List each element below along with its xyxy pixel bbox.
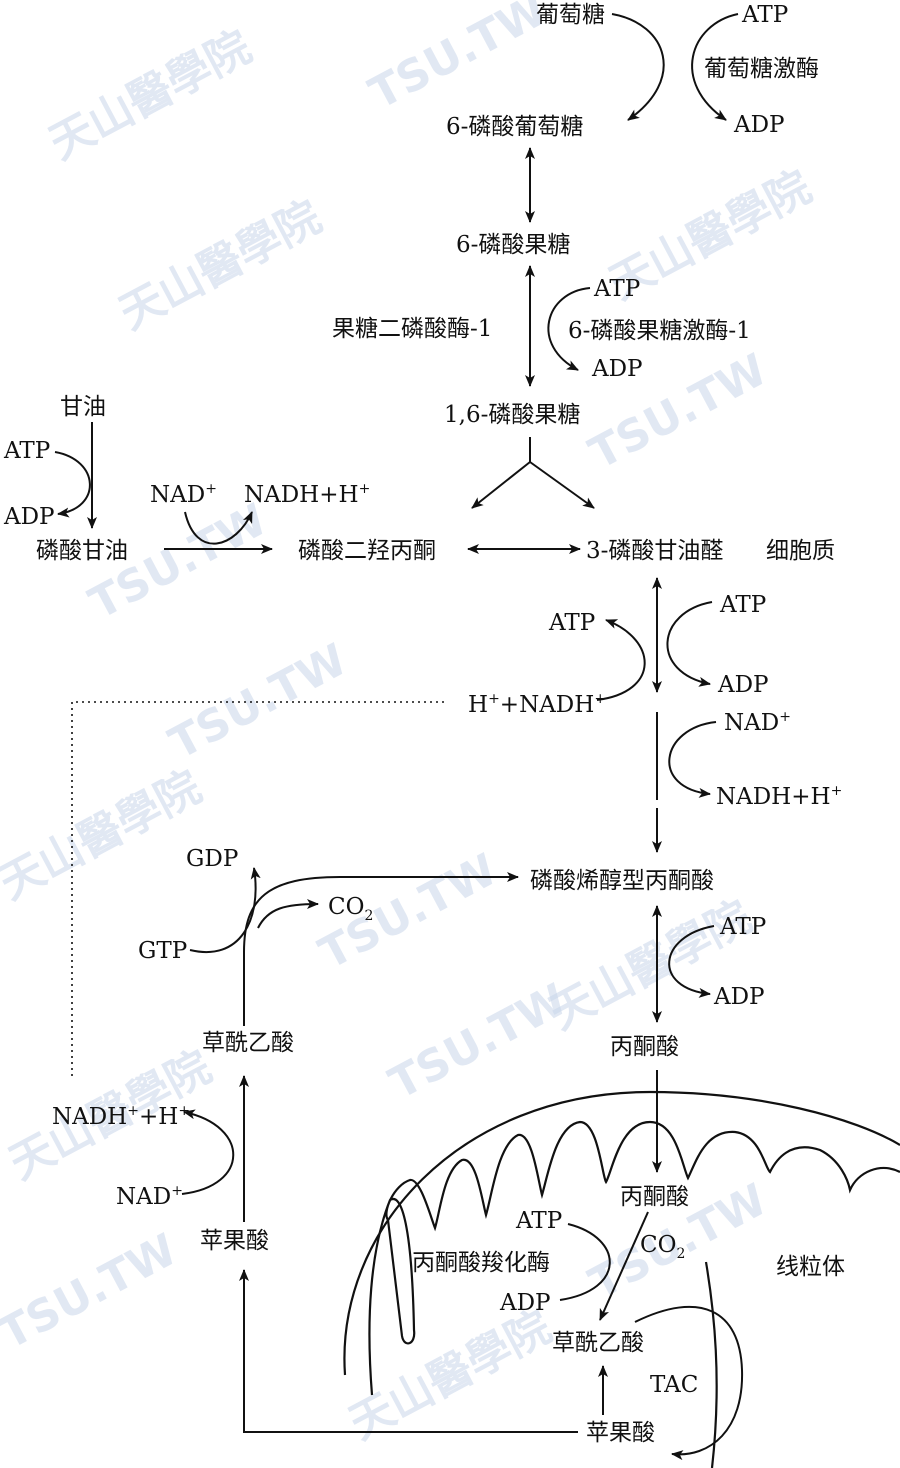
label-g6p: 6-磷酸葡萄糖 [446, 114, 583, 140]
label-atp-pfk: ATP [593, 276, 640, 302]
label-atp-pc: ATP [515, 1208, 562, 1234]
arrow-atp-to-adp-hk [691, 13, 739, 121]
watermark-site: TSU.TW [0, 1224, 185, 1359]
label-pep: 磷酸烯醇型丙酮酸 [530, 868, 714, 894]
label-gtp: GTP [138, 938, 187, 964]
label-glucose: 葡萄糖 [536, 2, 605, 28]
label-pfk: 6-磷酸果糖激酶-1 [568, 318, 751, 344]
label-oaa-cyto: 草酰乙酸 [202, 1030, 294, 1056]
label-nad-gpdh: NAD+ [150, 481, 217, 508]
label-glycerol-3-phosphate: 磷酸甘油 [36, 538, 128, 564]
label-h-nadh-cyto: H++NADH+ [468, 691, 606, 718]
arrow-atp-to-adp-gk [54, 451, 91, 518]
label-nadh-gpdh: NADH+H+ [244, 481, 370, 508]
label-co2-pepck: CO2 [328, 894, 373, 924]
watermark-school: 天山醫學院 [341, 1301, 559, 1449]
label-pyruvate-cyto: 丙酮酸 [610, 1034, 679, 1060]
label-pyruvate-carboxylase: 丙酮酸羧化酶 [412, 1250, 550, 1276]
arrow-co2-out [257, 899, 319, 929]
label-mitochondrion: 线粒体 [776, 1254, 845, 1280]
label-adp-hk: ADP [733, 112, 785, 138]
label-hexokinase: 葡萄糖激酶 [704, 56, 819, 82]
arrow-to-gap [529, 461, 595, 509]
pathway-arrows [54, 13, 744, 1461]
label-atp-pgk-left: ATP [548, 610, 595, 636]
arrow-pyruvate-to-oaa [599, 1211, 649, 1321]
label-malate-mito: 苹果酸 [586, 1420, 655, 1446]
inner-membrane-right [704, 1261, 718, 1468]
arrow-glucose-to-g6p [611, 13, 665, 121]
mitochondrion-membrane [343, 1090, 900, 1468]
label-malate-cyto: 苹果酸 [200, 1228, 269, 1254]
watermark-school: 天山醫學院 [111, 191, 329, 339]
label-atp-pk: ATP [719, 914, 766, 940]
label-pyruvate-mito: 丙酮酸 [620, 1184, 689, 1210]
arrow-atp-to-adp-pc [559, 1223, 611, 1301]
watermark-school: 天山醫學院 [0, 761, 209, 909]
label-adp-pfk: ADP [591, 356, 643, 382]
nadh-shuttle-dotted [71, 701, 444, 1080]
label-adp-gk: ADP [3, 504, 55, 530]
label-nadh-mdh: NADH++H+ [52, 1103, 190, 1130]
label-adp-pgk: ADP [717, 672, 769, 698]
label-adp-pc: ADP [499, 1290, 551, 1316]
label-nad-gapdh: NAD+ [724, 709, 791, 736]
label-atp-gk: ATP [3, 438, 50, 464]
arrow-nad-to-nadh-gapdh [668, 721, 717, 798]
label-nad-mdh: NAD+ [116, 1183, 183, 1210]
outer-membrane [343, 1090, 900, 1376]
label-oaa-mito: 草酰乙酸 [552, 1330, 644, 1356]
label-gdp: GDP [186, 846, 238, 872]
arrow-atp-to-adp-pgk [666, 601, 713, 687]
arrow-oaa-to-pep [243, 872, 519, 1026]
label-atp-hk: ATP [741, 2, 788, 28]
inner-membrane [368, 1120, 900, 1396]
arrow-gtp-to-gdp [189, 867, 261, 953]
watermark-school: 天山醫學院 [41, 21, 259, 169]
label-nadh-gapdh: NADH+H+ [716, 783, 842, 810]
arrow-malate-export [239, 1269, 578, 1433]
label-adp-pk: ADP [713, 984, 765, 1010]
label-tac: TAC [650, 1372, 698, 1398]
label-gap: 3-磷酸甘油醛 [586, 538, 723, 564]
watermark-site: TSU.TW [361, 0, 555, 120]
arrow-nadh-to-atp-pgk [596, 619, 646, 701]
arrow-nad-to-nadh [184, 511, 253, 545]
label-f6p: 6-磷酸果糖 [456, 232, 570, 258]
label-fbpase: 果糖二磷酸酶-1 [332, 316, 492, 342]
arrow-atp-to-adp-pk [668, 925, 715, 998]
arrow-to-dhap [471, 461, 531, 509]
label-dhap: 磷酸二羟丙酮 [298, 538, 436, 564]
labels: 葡萄糖 ATP 葡萄糖激酶 ADP 6-磷酸葡萄糖 6-磷酸果糖 ATP 果糖二… [3, 2, 845, 1446]
arrow-nad-to-nadh-mdh [181, 1109, 235, 1195]
label-co2-pc: CO2 [640, 1232, 685, 1262]
label-glycerol: 甘油 [60, 394, 106, 420]
arrow-atp-to-adp-pfk [547, 287, 591, 371]
tac-cycle [634, 1306, 744, 1461]
label-atp-pgk-right: ATP [719, 592, 766, 618]
watermark-layer: TSU.TW TSU.TW TSU.TW TSU.TW TSU.TW TSU.T… [0, 0, 819, 1450]
label-f16bp: 1,6-磷酸果糖 [444, 402, 580, 428]
label-cytoplasm: 细胞质 [766, 538, 835, 564]
